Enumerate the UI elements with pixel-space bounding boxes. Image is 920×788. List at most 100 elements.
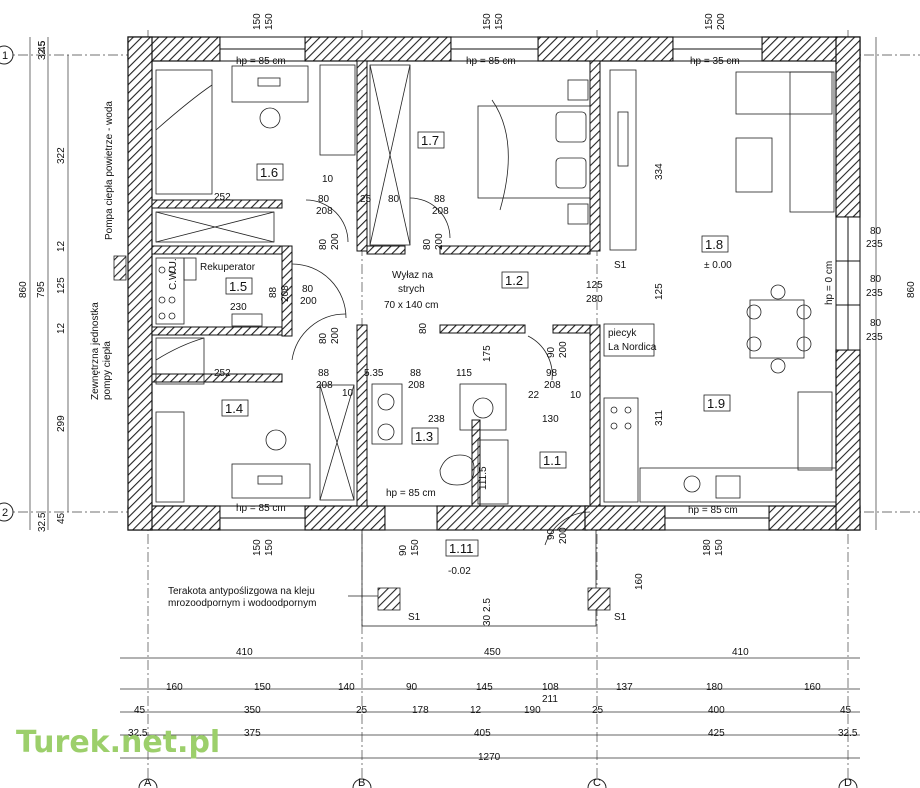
dim-top-150d: 150	[494, 13, 505, 30]
dim-r13-200: 200	[558, 341, 569, 358]
dim-bot-150c: 150	[410, 539, 421, 556]
dim-311: 311	[654, 410, 665, 426]
annotation-rekuperator: Rekuperator	[200, 262, 256, 273]
dim-row3-8: 45	[840, 705, 852, 716]
window-label-4: hp = 85 cm	[236, 503, 286, 514]
annotation-zewn-1: Zewnętrzna jednostka	[90, 302, 101, 400]
dim-208a: 208	[316, 206, 333, 217]
dim-row4-4: 32.5	[838, 728, 858, 739]
dim-top-200: 200	[716, 13, 727, 30]
dim-bot-150b: 150	[264, 539, 275, 556]
room-label-1-11: 1.11	[449, 541, 473, 556]
dim-row2-2: 140	[338, 682, 355, 693]
dim-left-125: 125	[56, 277, 67, 294]
dim-r14-252: 252	[214, 368, 231, 379]
axis-label-a: A	[144, 777, 152, 788]
dim-out-160: 160	[634, 573, 645, 590]
dim-left-12a: 12	[56, 240, 67, 252]
annotation-piecyk-1: piecyk	[608, 328, 637, 339]
dim-25: 25	[360, 194, 372, 205]
room-label-1-7: 1.7	[421, 133, 439, 148]
dim-r13-98: 98	[546, 368, 558, 379]
dim-row2-5: 108	[542, 682, 559, 693]
dim-80-200a: 80	[318, 238, 329, 250]
dim-left-45b: 45	[56, 512, 67, 524]
dim-r13-175: 175	[482, 345, 493, 362]
dim-top-150e: 150	[704, 13, 715, 30]
dim-80-200c: 80	[418, 322, 429, 334]
windows	[219, 36, 861, 531]
dim-200h: 200	[300, 296, 317, 307]
room-labels: 1.6 1.7 1.8 1.5 1.2 1.4 1.3 1.1 1.9 1.11	[221, 131, 731, 557]
dim-235a: 235	[866, 239, 883, 250]
room-label-1-3: 1.3	[415, 429, 433, 444]
dim-row2-4: 145	[476, 682, 493, 693]
outer-walls	[127, 36, 861, 531]
window-dimensions: 150 150 150 150 150 200 150 150 90 150 1…	[252, 13, 727, 556]
dim-right-860: 860	[906, 281, 917, 298]
annotation-level-out: -0.02	[448, 566, 471, 577]
dim-r13-10: 10	[570, 390, 582, 401]
dim-left-12b: 12	[56, 322, 67, 334]
porch	[361, 529, 611, 627]
dim-80v2: 80	[318, 332, 329, 344]
annotation-wylaz-3: 70 x 140 cm	[384, 300, 438, 311]
window-labels: hp = 85 cm hp = 85 cm hp = 35 cm hp = 85…	[236, 56, 835, 516]
interior-dimensions: 252 10 80 208 25 80 88 208 80 200 80 200…	[214, 163, 883, 626]
dim-208v: 208	[280, 285, 291, 302]
dim-r14-10: 10	[342, 388, 354, 399]
dim-125: 125	[586, 280, 603, 291]
dim-row3-1: 350	[244, 705, 261, 716]
dim-left-795: 795	[36, 281, 47, 298]
dim-row2-8: 160	[804, 682, 821, 693]
dim-88v: 88	[268, 286, 279, 298]
dim-235b: 235	[866, 288, 883, 299]
dim-left-45: 45	[37, 40, 48, 52]
axis-bubbles	[0, 45, 858, 788]
interior-walls	[151, 60, 601, 507]
dim-r14-535: 5.35	[364, 368, 384, 379]
dim-left-860: 860	[18, 281, 29, 298]
axis-label-b: B	[358, 777, 365, 788]
dim-row4-3: 425	[708, 728, 725, 739]
annotation-terakota-2: mrozoodpornym i wodoodpornym	[168, 598, 316, 609]
dim-r13-208b: 208	[544, 380, 561, 391]
dim-left-322: 322	[56, 147, 67, 164]
dim-row3-4: 12	[470, 705, 482, 716]
dim-row3-0: 45	[134, 705, 146, 716]
dim-row2-6: 137	[616, 682, 633, 693]
dim-125b: 125	[654, 283, 665, 300]
dim-row2-1: 150	[254, 682, 271, 693]
dim-row1-1: 450	[484, 647, 501, 658]
dim-r13-115: 115	[456, 368, 472, 379]
dim-r15-230: 230	[230, 302, 247, 313]
dim-row4-2: 405	[474, 728, 491, 739]
dim-row4-0: 32.5	[128, 728, 148, 739]
room-label-1-2: 1.2	[505, 273, 523, 288]
annotation-s1-c: S1	[614, 612, 627, 623]
room-label-1-6: 1.6	[260, 165, 278, 180]
dim-out-25: 2.5	[482, 598, 493, 612]
axis-label-d: D	[844, 777, 852, 788]
dim-r14-208: 208	[316, 380, 333, 391]
dim-r13-238: 238	[428, 414, 445, 425]
dim-row4-1: 375	[244, 728, 261, 739]
dim-80-235a: 80	[870, 226, 882, 237]
annotation-wylaz-2: strych	[398, 284, 425, 295]
furniture	[155, 64, 837, 505]
dim-out-30: 30	[482, 614, 493, 626]
room-label-1-5: 1.5	[229, 279, 247, 294]
dim-row3-2: 25	[356, 705, 368, 716]
window-label-3: hp = 35 cm	[690, 56, 740, 67]
annotation-wylaz-1: Wyłaz na	[392, 270, 433, 281]
dim-80h: 80	[302, 284, 314, 295]
dim-200b: 200	[434, 233, 445, 250]
dim-top-150b: 150	[264, 13, 275, 30]
window-label-7: hp = 0 cm	[824, 261, 835, 305]
dim-88-208: 208	[432, 206, 449, 217]
dim-r13-90: 90	[546, 346, 557, 358]
dim-row3-6: 25	[592, 705, 604, 716]
dim-r14-88: 88	[318, 368, 330, 379]
dim-200a: 200	[330, 233, 341, 250]
